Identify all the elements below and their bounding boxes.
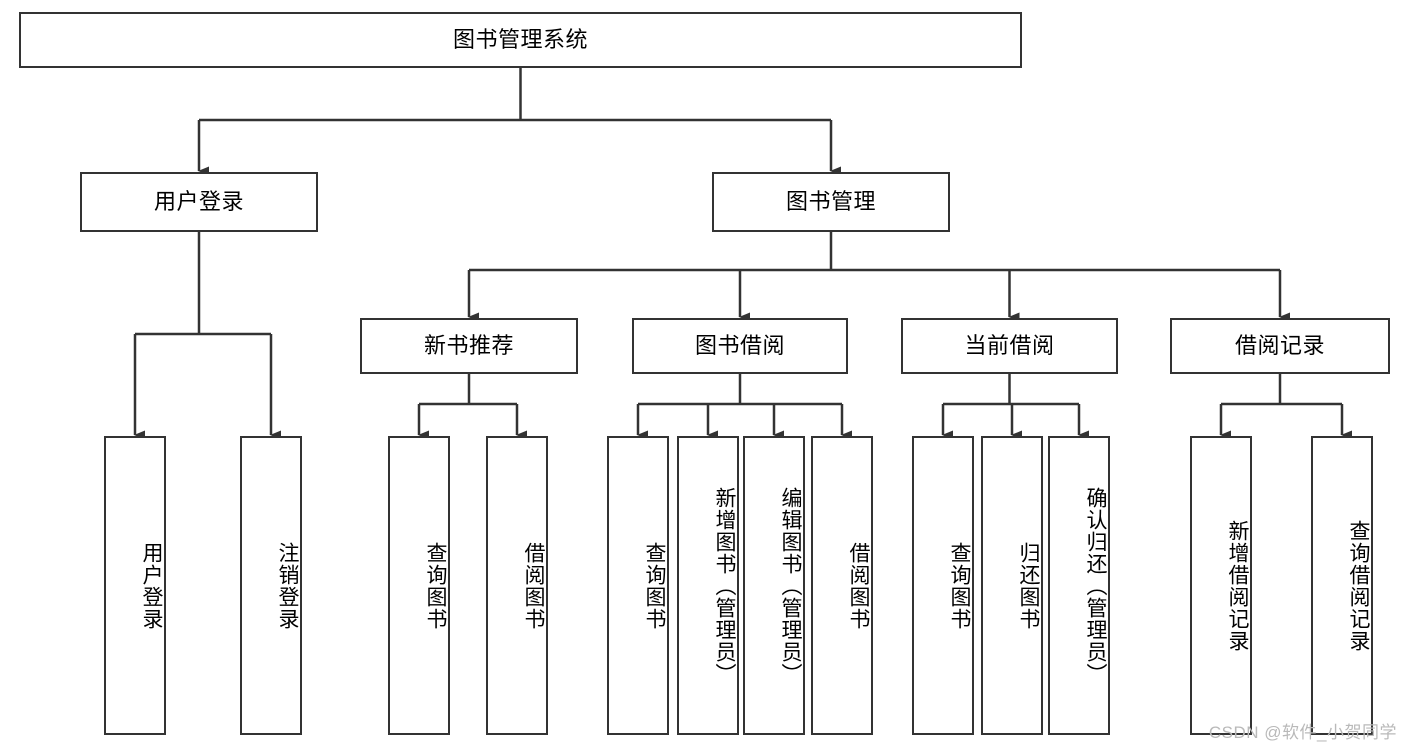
- node-label: 新增图书（管理员）: [713, 486, 736, 685]
- node-label: 用户登录: [153, 188, 244, 214]
- node-注销登录[interactable]: 注销登录: [240, 436, 302, 735]
- node-label: 新增借阅记录: [1226, 519, 1249, 652]
- node-查询图书[interactable]: 查询图书: [388, 436, 450, 735]
- node-label: 注销登录: [276, 541, 299, 630]
- node-label: 借阅图书: [522, 541, 545, 630]
- node-编辑图书管理员[interactable]: 编辑图书（管理员）: [743, 436, 805, 735]
- node-借阅记录[interactable]: 借阅记录: [1170, 318, 1390, 374]
- node-确认归还管理员[interactable]: 确认归还（管理员）: [1048, 436, 1110, 735]
- node-label: 归还图书: [1017, 541, 1040, 630]
- node-查询图书[interactable]: 查询图书: [607, 436, 669, 735]
- watermark-label: CSDN @软件_小贺同学: [1208, 723, 1397, 742]
- node-图书借阅[interactable]: 图书借阅: [632, 318, 848, 374]
- node-新书推荐[interactable]: 新书推荐: [360, 318, 578, 374]
- node-新增图书管理员[interactable]: 新增图书（管理员）: [677, 436, 739, 735]
- node-借阅图书[interactable]: 借阅图书: [486, 436, 548, 735]
- node-label: 图书借阅: [694, 332, 785, 358]
- node-用户登录[interactable]: 用户登录: [80, 172, 318, 232]
- node-图书管理系统[interactable]: 图书管理系统: [19, 12, 1022, 68]
- node-label: 图书管理系统: [452, 26, 588, 52]
- node-label: 查询图书: [424, 541, 447, 630]
- node-归还图书[interactable]: 归还图书: [981, 436, 1043, 735]
- node-label: 编辑图书（管理员）: [779, 486, 802, 685]
- node-label: 查询图书: [948, 541, 971, 630]
- node-用户登录[interactable]: 用户登录: [104, 436, 166, 735]
- node-label: 查询借阅记录: [1347, 519, 1370, 652]
- node-label: 当前借阅: [964, 332, 1055, 358]
- node-label: 借阅记录: [1234, 332, 1325, 358]
- node-借阅图书[interactable]: 借阅图书: [811, 436, 873, 735]
- node-当前借阅[interactable]: 当前借阅: [901, 318, 1118, 374]
- node-查询借阅记录[interactable]: 查询借阅记录: [1311, 436, 1373, 735]
- node-label: 确认归还（管理员）: [1084, 486, 1107, 685]
- node-图书管理[interactable]: 图书管理: [712, 172, 950, 232]
- node-label: 用户登录: [140, 541, 163, 630]
- node-新增借阅记录[interactable]: 新增借阅记录: [1190, 436, 1252, 735]
- connector-lines: [133, 68, 1352, 440]
- node-查询图书[interactable]: 查询图书: [912, 436, 974, 735]
- node-label: 借阅图书: [847, 541, 870, 630]
- node-label: 查询图书: [643, 541, 666, 630]
- node-label: 图书管理: [785, 188, 876, 214]
- node-label: 新书推荐: [423, 332, 514, 358]
